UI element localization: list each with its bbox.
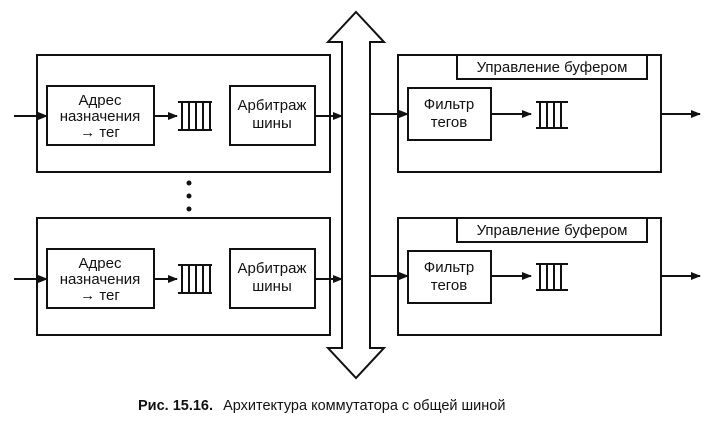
queue-icon-1	[178, 101, 212, 131]
buffer-control-label-1: Управление буфером	[477, 59, 628, 76]
arbiter-label-1-line2: шины	[252, 115, 291, 132]
ellipsis-dots	[186, 180, 192, 212]
filter-label-1-line1: Фильтр	[424, 96, 474, 113]
filter-label-2-line1: Фильтр	[424, 259, 474, 276]
address-label-2-line3: → тег	[80, 287, 120, 304]
buffer-control-box-2	[456, 217, 648, 243]
caption-text: Архитектура коммутатора с общей шиной	[223, 398, 505, 414]
filter-label-1-line2: тегов	[431, 114, 468, 131]
arbiter-label-2-line1: Арбитраж	[238, 260, 307, 277]
address-label-2-line1: Адрес	[79, 255, 122, 272]
address-label-1-line2: назначения	[60, 108, 141, 125]
filter-label-2-line2: тегов	[431, 277, 468, 294]
queue-icon-4	[536, 263, 568, 291]
caption-prefix: Рис. 15.16.	[138, 398, 213, 414]
shared-bus-arrow	[325, 10, 387, 380]
buffer-control-box-1	[456, 54, 648, 80]
queue-icon-2	[178, 264, 212, 294]
address-label-1-line3: → тег	[80, 124, 120, 141]
address-label-2-line2: назначения	[60, 271, 141, 288]
address-label-1-line1: Адрес	[79, 92, 122, 109]
input-port-2: Адрес назначения → тег Арбитраж шины	[14, 217, 343, 336]
arbiter-label-2-line2: шины	[252, 278, 291, 295]
output-port-1: Управление буфером Фильтр тегов	[370, 54, 701, 173]
figure-caption: Рис. 15.16. Архитектура коммутатора с об…	[138, 398, 505, 414]
output-port-2: Управление буфером Фильтр тегов	[370, 217, 701, 336]
buffer-control-label-2: Управление буфером	[477, 222, 628, 239]
queue-icon-3	[536, 101, 568, 129]
input-port-1: Адрес назначения → тег Арбитраж шины	[14, 54, 343, 173]
arbiter-label-1-line1: Арбитраж	[238, 97, 307, 114]
